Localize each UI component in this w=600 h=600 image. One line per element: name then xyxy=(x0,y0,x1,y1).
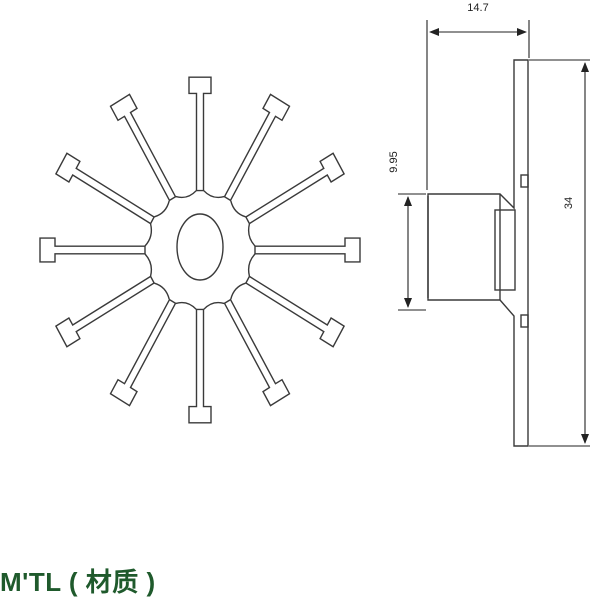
fin-root xyxy=(230,200,246,218)
dimension-width-label: 14.7 xyxy=(467,2,488,14)
dimension-width: 14.7 xyxy=(429,2,527,36)
fin-root xyxy=(154,200,170,218)
fin xyxy=(188,308,212,424)
fin-root xyxy=(203,190,225,199)
front-view-heatsink xyxy=(39,76,361,424)
fin xyxy=(188,76,212,192)
fin-root xyxy=(247,253,256,277)
fin xyxy=(254,237,361,263)
fin xyxy=(54,152,156,225)
core-step-inner xyxy=(494,209,516,291)
side-view-heatsink xyxy=(398,20,590,447)
fin xyxy=(244,275,346,348)
fin-root xyxy=(154,282,170,300)
fin-root xyxy=(144,223,153,247)
fin-root xyxy=(144,253,153,277)
fin xyxy=(109,93,177,202)
fin xyxy=(223,298,291,407)
dimension-bore-label: 9.95 xyxy=(388,151,400,172)
fin-root xyxy=(203,301,225,310)
material-label: M'TL ( 材质 ) xyxy=(0,567,156,597)
dimension-height: 34 xyxy=(563,62,589,444)
fin xyxy=(244,152,346,225)
tab-bottom xyxy=(520,314,529,328)
tab-top xyxy=(520,174,529,188)
fin xyxy=(54,275,156,348)
fin-root xyxy=(230,282,246,300)
base-plate xyxy=(427,59,529,447)
center-bore xyxy=(176,213,224,281)
fin-root xyxy=(247,223,256,247)
dimension-bore: 9.95 xyxy=(388,151,412,308)
fin-root xyxy=(175,190,197,199)
fin xyxy=(39,237,146,263)
core-step xyxy=(427,194,501,300)
fin xyxy=(223,93,291,202)
fin-root xyxy=(175,301,197,310)
dimension-height-label: 34 xyxy=(563,197,575,209)
heatsink-fins xyxy=(39,76,361,424)
fin xyxy=(109,298,177,407)
